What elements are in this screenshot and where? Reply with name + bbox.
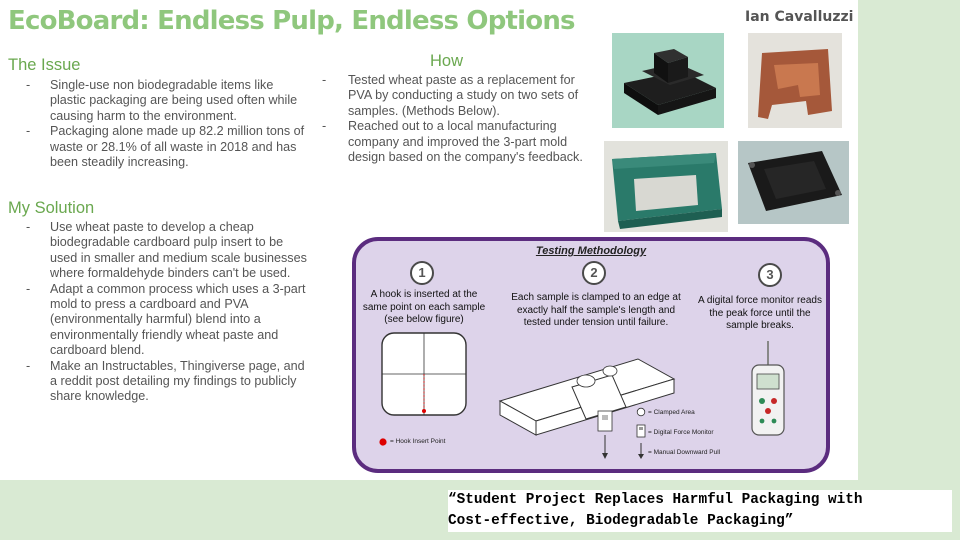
force-monitor-icon <box>636 424 646 438</box>
step-1-text: A hook is inserted at the same point on … <box>362 289 486 325</box>
issue-heading: The Issue <box>8 56 81 74</box>
how-heading: How <box>430 52 464 70</box>
downward-arrow-icon <box>638 443 644 459</box>
step-2-number: 2 <box>582 261 606 285</box>
list-item: Single-use non biodegradable items like … <box>8 78 308 124</box>
clamp-setup-figure <box>498 358 676 459</box>
step-3-text: A digital force monitor reads the peak f… <box>698 295 822 331</box>
black-mold-plate-photo <box>738 141 849 224</box>
list-item: Use wheat paste to develop a cheap biode… <box>8 220 310 282</box>
mold-photo-top-left <box>612 33 724 128</box>
how-list: Tested wheat paste as a replacement for … <box>320 73 598 165</box>
slide: EcoBoard: Endless Pulp, Endless Options … <box>0 0 858 480</box>
clamped-area-legend: = Clamped Area <box>648 409 695 416</box>
wheat-pulp-sample-photo <box>748 33 842 128</box>
issue-list: Single-use non biodegradable items like … <box>8 78 308 170</box>
list-item: Make an Instructables, Thingiverse page,… <box>8 359 310 405</box>
green-mold-photo <box>604 141 728 232</box>
downward-pull-legend: = Manual Downward Pull <box>648 449 721 456</box>
hook-point-icon <box>379 438 387 446</box>
testing-methodology-panel: Testing Methodology 1 2 3 A hook is inse… <box>352 237 830 473</box>
list-item: Packaging alone made up 82.2 million ton… <box>8 124 308 170</box>
step-2-text: Each sample is clamped to an edge at exa… <box>511 292 681 328</box>
methodology-title: Testing Methodology <box>535 245 647 257</box>
solution-heading: My Solution <box>8 199 95 217</box>
quote-caption: “Student Project Replaces Harmful Packag… <box>448 490 952 532</box>
poster-title: EcoBoard: Endless Pulp, Endless Options <box>8 6 576 36</box>
solution-list: Use wheat paste to develop a cheap biode… <box>8 220 310 405</box>
list-item: Adapt a common process which uses a 3-pa… <box>8 282 310 359</box>
list-item: Reached out to a local manufacturing com… <box>320 119 598 165</box>
hook-legend: = Hook Insert Point <box>390 438 446 445</box>
digital-force-monitor-device <box>751 341 785 436</box>
author-name: Ian Cavalluzzi <box>745 9 854 25</box>
force-monitor-legend: = Digital Force Monitor <box>648 429 714 436</box>
step-1-number: 1 <box>410 261 434 285</box>
step-3-number: 3 <box>758 263 782 287</box>
clamped-area-icon <box>636 407 646 417</box>
list-item: Tested wheat paste as a replacement for … <box>320 73 598 119</box>
sample-figure <box>381 332 467 416</box>
